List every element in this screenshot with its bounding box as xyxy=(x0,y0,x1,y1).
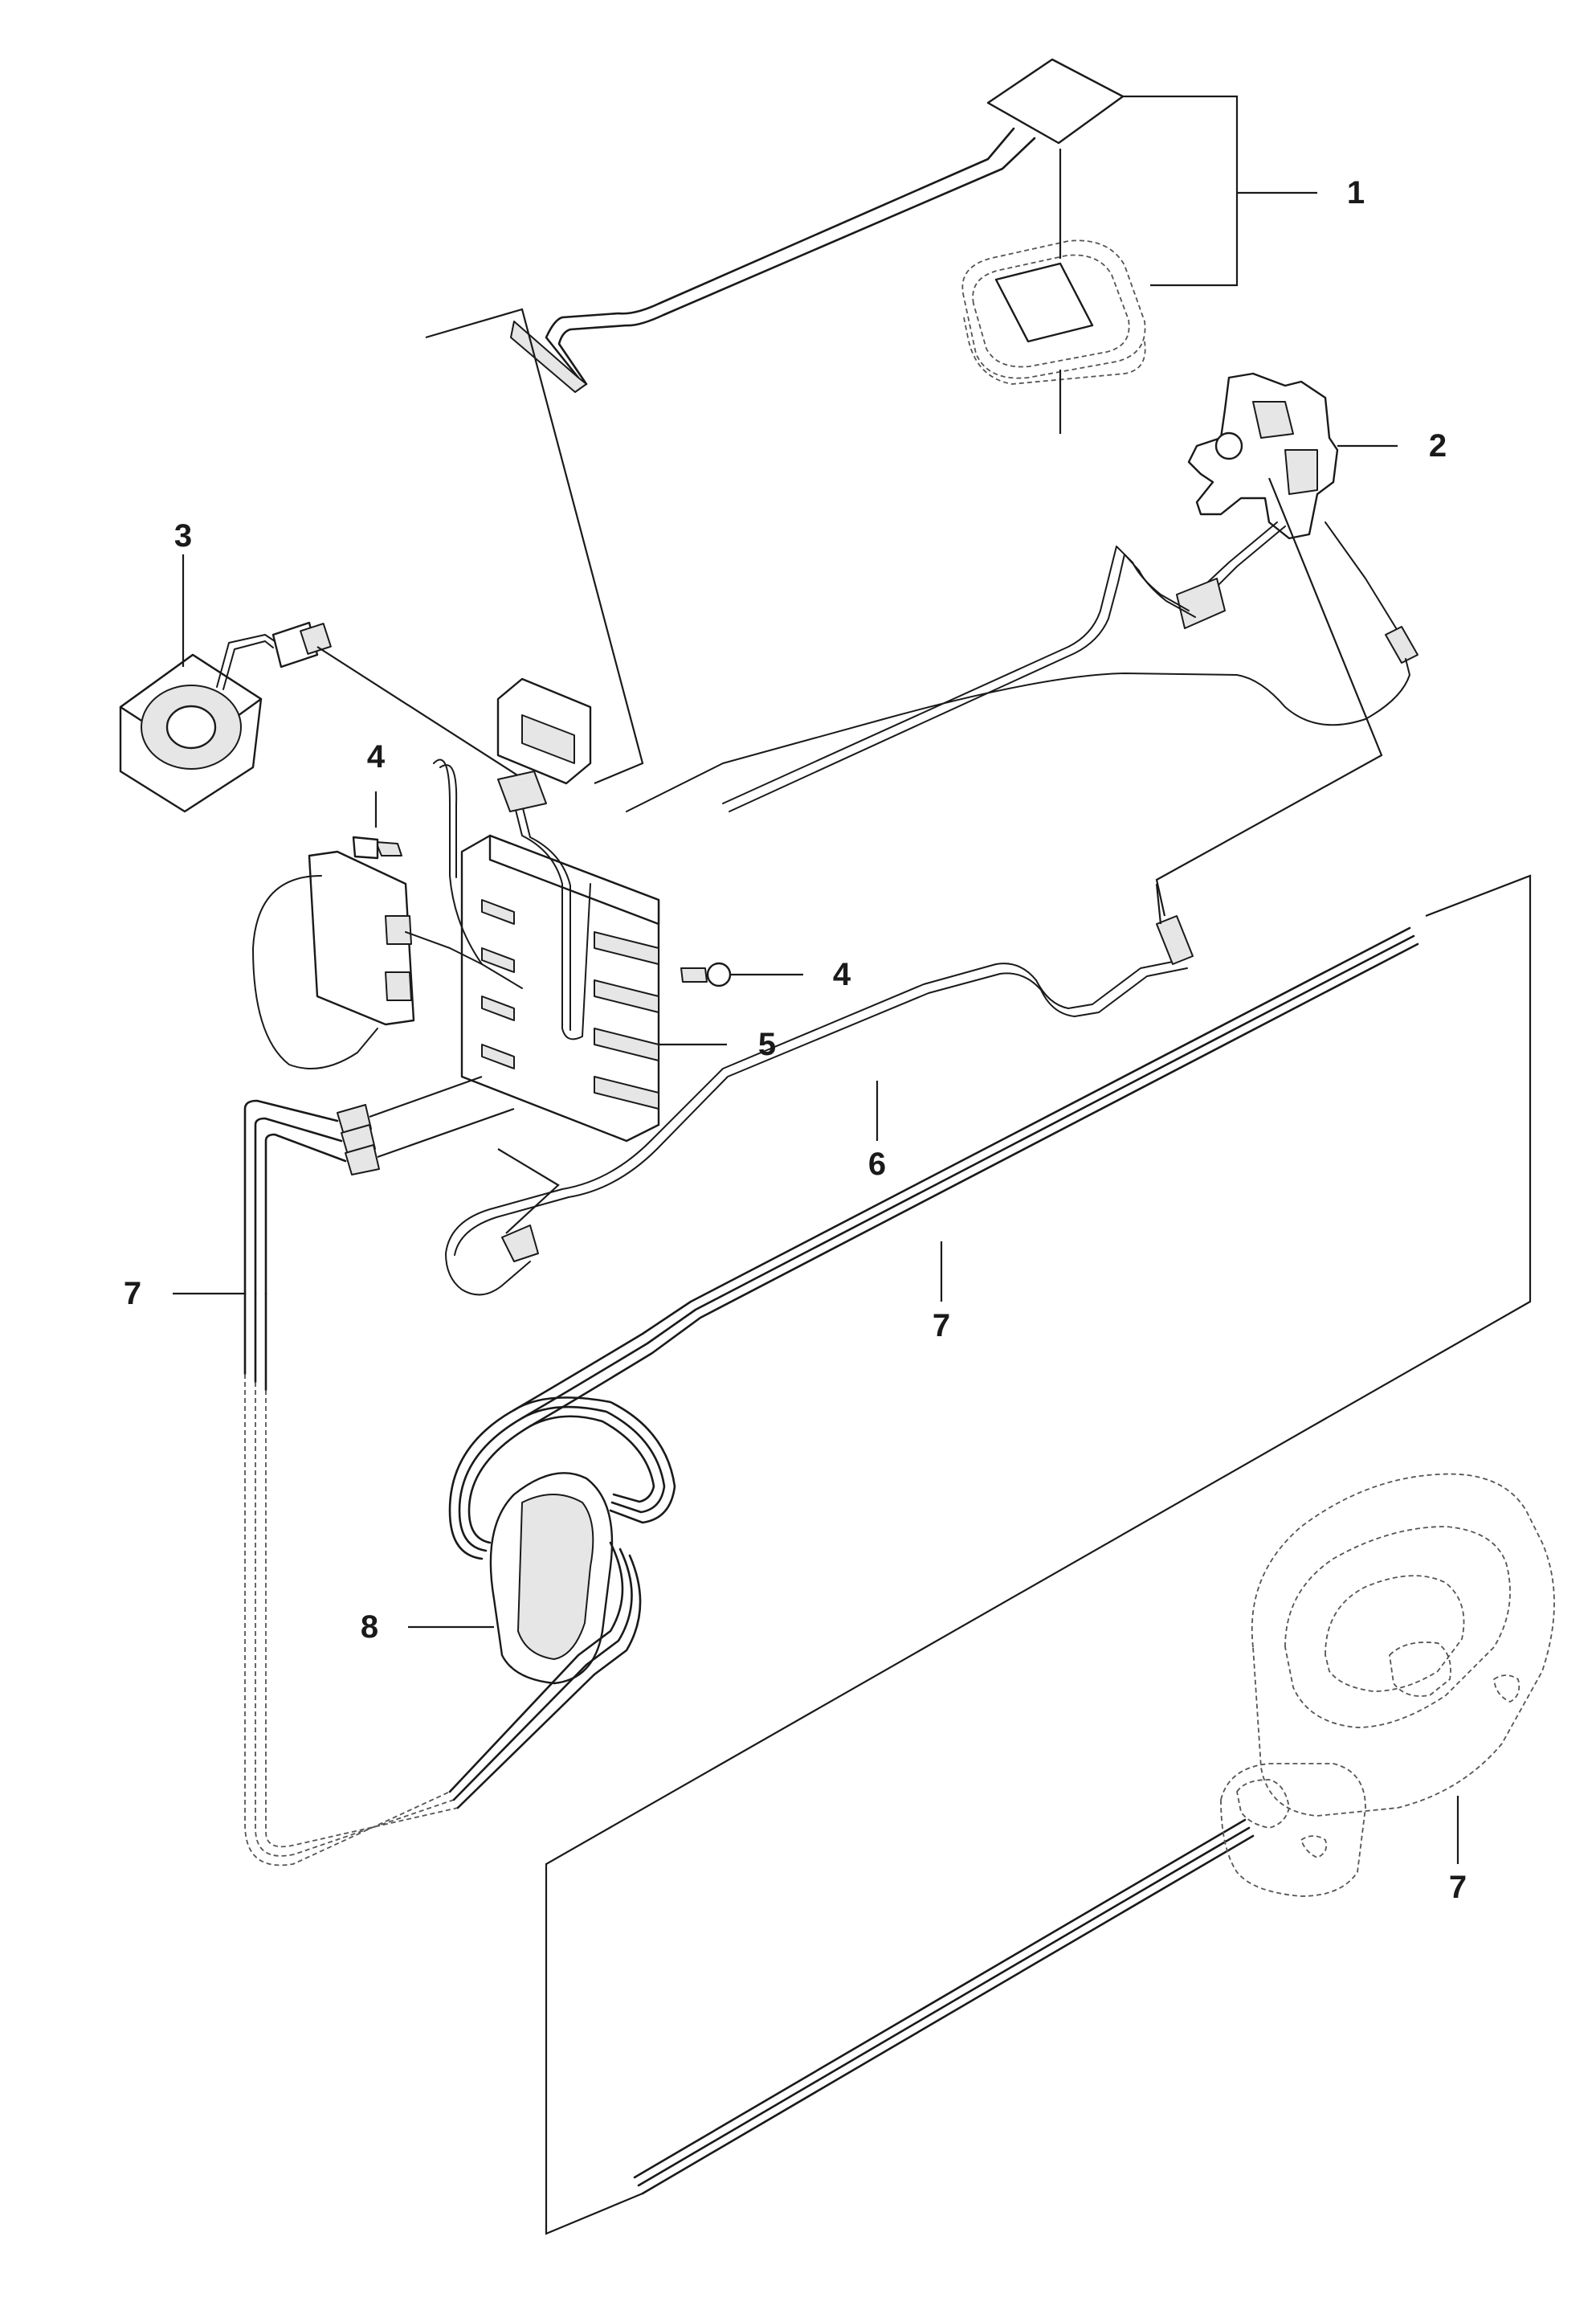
callout-2: 2 xyxy=(1429,428,1447,464)
callout-1: 1 xyxy=(1347,175,1365,211)
trigger-switch-part xyxy=(626,372,1418,917)
callout-4-lower: 4 xyxy=(833,957,851,992)
callout-5: 5 xyxy=(758,1027,776,1062)
screw-part-lower xyxy=(680,962,803,987)
callout-7-left: 7 xyxy=(124,1276,141,1311)
callout-3: 3 xyxy=(174,518,192,554)
callout-7-center: 7 xyxy=(933,1308,950,1343)
ribbon-cable-part xyxy=(425,58,1317,785)
callout-7-right: 7 xyxy=(1449,1870,1467,1905)
callout-8: 8 xyxy=(361,1609,378,1645)
cable-part xyxy=(173,874,1555,2235)
callout-6: 6 xyxy=(868,1147,886,1182)
callout-4-upper: 4 xyxy=(367,739,386,775)
control-board-holder-part xyxy=(252,677,727,1143)
cooling-fan-part xyxy=(119,554,531,813)
wire-harness-part xyxy=(445,883,1194,1296)
ferrite-core-part xyxy=(408,1396,676,1809)
screw-part-upper xyxy=(352,791,402,860)
